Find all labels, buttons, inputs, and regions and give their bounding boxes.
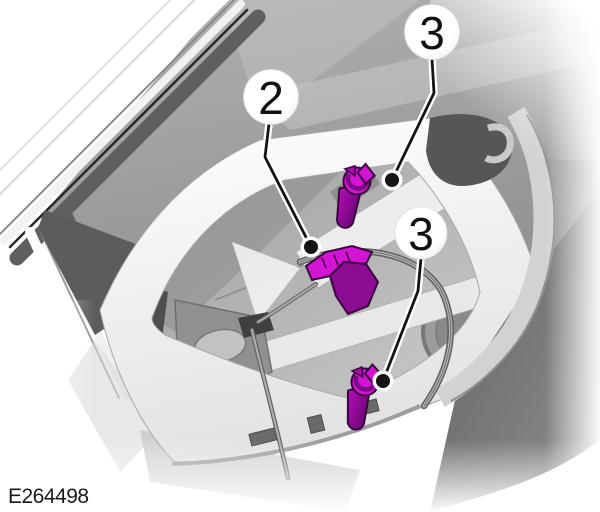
wiring-harness-clip: [304, 244, 380, 316]
callout-2-label: 2: [258, 72, 284, 124]
figure-id-label: E264498: [8, 485, 89, 508]
grab-handle-arm: [435, 106, 554, 407]
callout-3-lower: 3: [394, 206, 448, 260]
leader-lines: [261, 55, 438, 385]
callout-3-upper: 3: [404, 4, 460, 60]
callout-2: 2: [243, 69, 299, 125]
leader-dots: [300, 169, 403, 392]
callout-3-lower-label: 3: [408, 208, 434, 260]
callout-3-upper-label: 3: [419, 7, 445, 59]
